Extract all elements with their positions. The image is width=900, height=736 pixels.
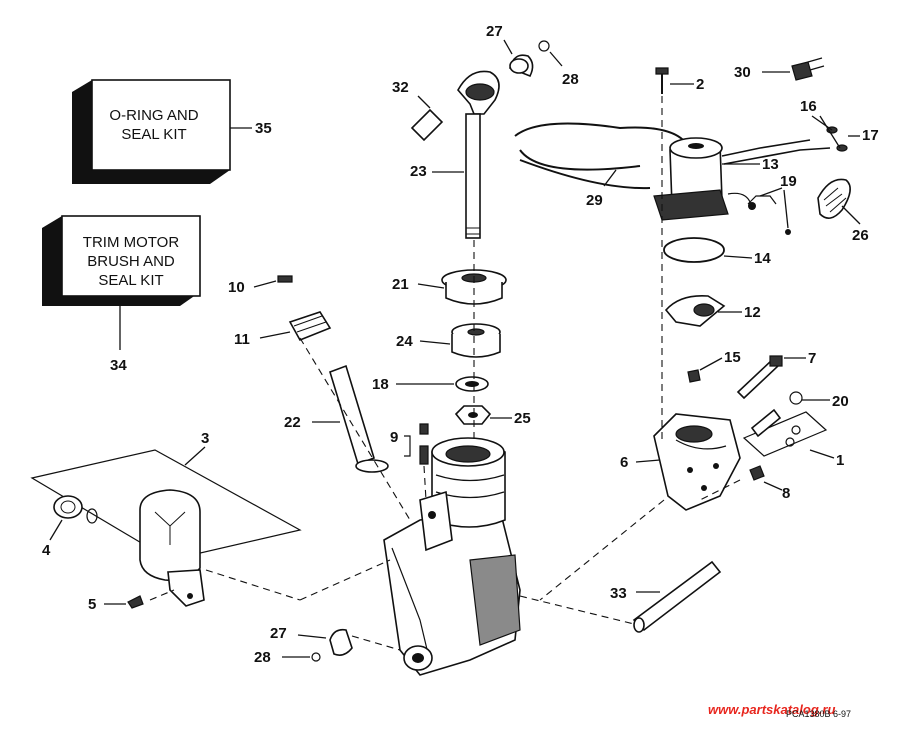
callout-2: 2: [696, 76, 704, 93]
trim-kit-line2: BRUSH AND: [87, 253, 175, 270]
callout-6: 6: [620, 454, 628, 471]
callout-22: 22: [284, 414, 301, 431]
callout-19: 19: [780, 173, 797, 190]
seal-retainer-21: [441, 269, 507, 305]
pump-manifold-6: [653, 413, 741, 511]
callout-20: 20: [832, 393, 849, 410]
trim-cylinder-body: [383, 437, 521, 676]
callout-33: 33: [610, 585, 627, 602]
callout-28-bottom: 28: [254, 649, 271, 666]
callout-11: 11: [234, 331, 250, 348]
callout-26: 26: [852, 227, 869, 244]
callout-28-top: 28: [562, 71, 579, 88]
callout-17: 17: [862, 127, 879, 144]
oring-kit-line1: O-RING AND: [109, 107, 198, 124]
callout-16: 16: [800, 98, 817, 115]
callout-29: 29: [586, 192, 603, 209]
trim-kit-line3: SEAL KIT: [98, 272, 163, 289]
drawing-reference: PCA1380B 6-97: [786, 709, 851, 719]
callout-4: 4: [42, 542, 51, 559]
trim-motor-seal-kit-box: TRIM MOTOR BRUSH AND SEAL KIT: [42, 215, 201, 306]
oring-seal-kit-box: O-RING AND SEAL KIT: [72, 79, 231, 184]
reservoir-assembly: [30, 449, 302, 609]
callout-12: 12: [744, 304, 761, 321]
assembly-guide-lines: [149, 96, 741, 651]
callout-8: 8: [782, 485, 790, 502]
callout-24: 24: [396, 333, 413, 350]
trim-motor-13: [514, 122, 753, 221]
callout-23: 23: [410, 163, 427, 180]
trim-rod-23: [457, 70, 500, 239]
callout-35: 35: [255, 120, 272, 137]
callout-32: 32: [392, 79, 409, 96]
callout-14: 14: [754, 250, 771, 267]
callout-10: 10: [228, 279, 245, 296]
callout-3: 3: [201, 430, 209, 447]
callout-34: 34: [110, 357, 127, 374]
callout-15: 15: [724, 349, 741, 366]
oring-kit-line2: SEAL KIT: [121, 126, 186, 143]
callout-25: 25: [514, 410, 531, 427]
callout-13: 13: [762, 156, 779, 173]
callout-21: 21: [392, 276, 409, 293]
callout-27-top: 27: [486, 23, 503, 40]
callout-9: 9: [390, 429, 398, 446]
callout-27-bottom: 27: [270, 625, 287, 642]
callout-7: 7: [808, 350, 816, 367]
trim-kit-line1: TRIM MOTOR: [83, 234, 180, 251]
callout-5: 5: [88, 596, 96, 613]
piston-24: [451, 323, 501, 358]
callout-30: 30: [734, 64, 751, 81]
callout-1: 1: [836, 452, 844, 469]
callout-18: 18: [372, 376, 389, 393]
watermark: www.partskatalog.ru: [708, 702, 835, 717]
